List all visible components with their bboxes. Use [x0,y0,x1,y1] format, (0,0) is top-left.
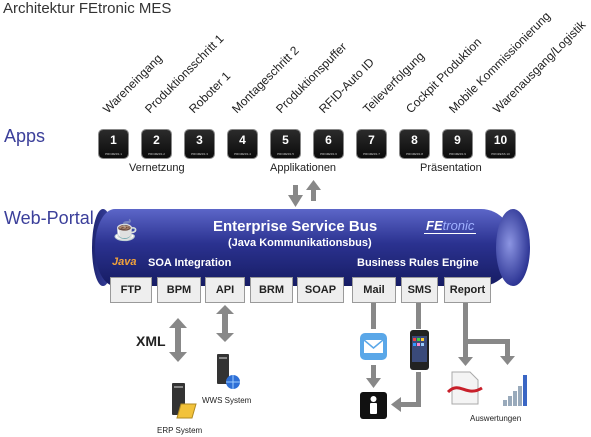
app-tile-caption: PROZESS 3 [191,152,208,156]
app-tile-number: 8 [411,133,418,147]
fetronic-logo: FEtronic [424,218,477,234]
xml-double-arrow [169,318,187,362]
api-double-arrow [216,305,234,342]
bus-title: Enterprise Service Bus [213,218,378,235]
mail-arrows [366,303,381,388]
bus-right-cap [496,209,530,286]
java-cup-icon: ☕ [113,220,138,242]
protocol-bpm[interactable]: BPM [157,277,201,303]
person-icon [360,392,387,419]
app-tile-caption: PROZESS 10 [491,152,510,156]
apps-label: Apps [4,126,46,146]
brand-tronic: tronic [442,218,475,233]
brand-fe: FE [426,218,443,233]
group-vernetzung: Vernetzung [129,162,185,174]
soa-integration-label: SOA Integration [148,257,232,269]
app-tile-number: 4 [239,133,246,147]
group-applikationen: Applikationen [270,162,337,174]
enterprise-service-bus [95,209,515,286]
protocol-sms[interactable]: SMS [401,277,438,303]
protocol-report[interactable]: Report [444,277,491,303]
bar-chart-icon [503,375,527,406]
protocol-brm[interactable]: BRM [250,277,293,303]
app-tile-caption: PROZESS 9 [449,152,466,156]
protocol-api[interactable]: API [205,277,245,303]
app-tile-number: 7 [368,133,375,147]
smartphone-icon [410,330,429,370]
xml-label: XML [136,333,166,349]
app-tile-number: 6 [325,133,332,147]
bus-subtitle: (Java Kommunikationsbus) [228,237,372,249]
app-tile-caption: PROZESS 1 [105,152,122,156]
protocol-mail[interactable]: Mail [352,277,396,303]
protocol-ftp[interactable]: FTP [110,277,152,303]
apps-bus-arrows [288,180,321,207]
app-tile-number: 10 [493,133,508,147]
wws-system-label: WWS System [202,396,252,405]
app-tile-number: 9 [454,133,461,147]
web-portal-label: Web-Portal [4,208,94,228]
app-tile-caption: PROZESS 5 [277,152,294,156]
mail-envelope-icon [360,333,387,360]
sms-arrows [391,303,421,412]
pdf-document-icon [446,371,483,405]
page-title: Architektur FEtronic MES [3,0,172,17]
group-praesentation: Präsentation [420,162,482,174]
app-tile-number: 5 [282,133,289,147]
wws-server-icon [217,354,240,389]
app-tile-caption: PROZESS 2 [148,152,165,156]
app-tile-caption: PROZESS 8 [406,152,423,156]
protocol-soap[interactable]: SOAP [297,277,344,303]
auswertungen-label: Auswertungen [470,414,522,423]
app-tile-number: 2 [153,133,160,147]
app-tile-caption: PROZESS 6 [320,152,337,156]
app-tile-caption: PROZESS 4 [234,152,251,156]
report-arrows [458,303,515,366]
erp-server-icon [172,383,197,419]
business-rules-engine-label: Business Rules Engine [357,257,479,269]
erp-system-label: ERP System [157,426,203,435]
app-tile-number: 3 [196,133,203,147]
app-tile-number: 1 [110,133,117,147]
java-label: Java [112,256,137,268]
app-tile-caption: PROZESS 7 [363,152,380,156]
